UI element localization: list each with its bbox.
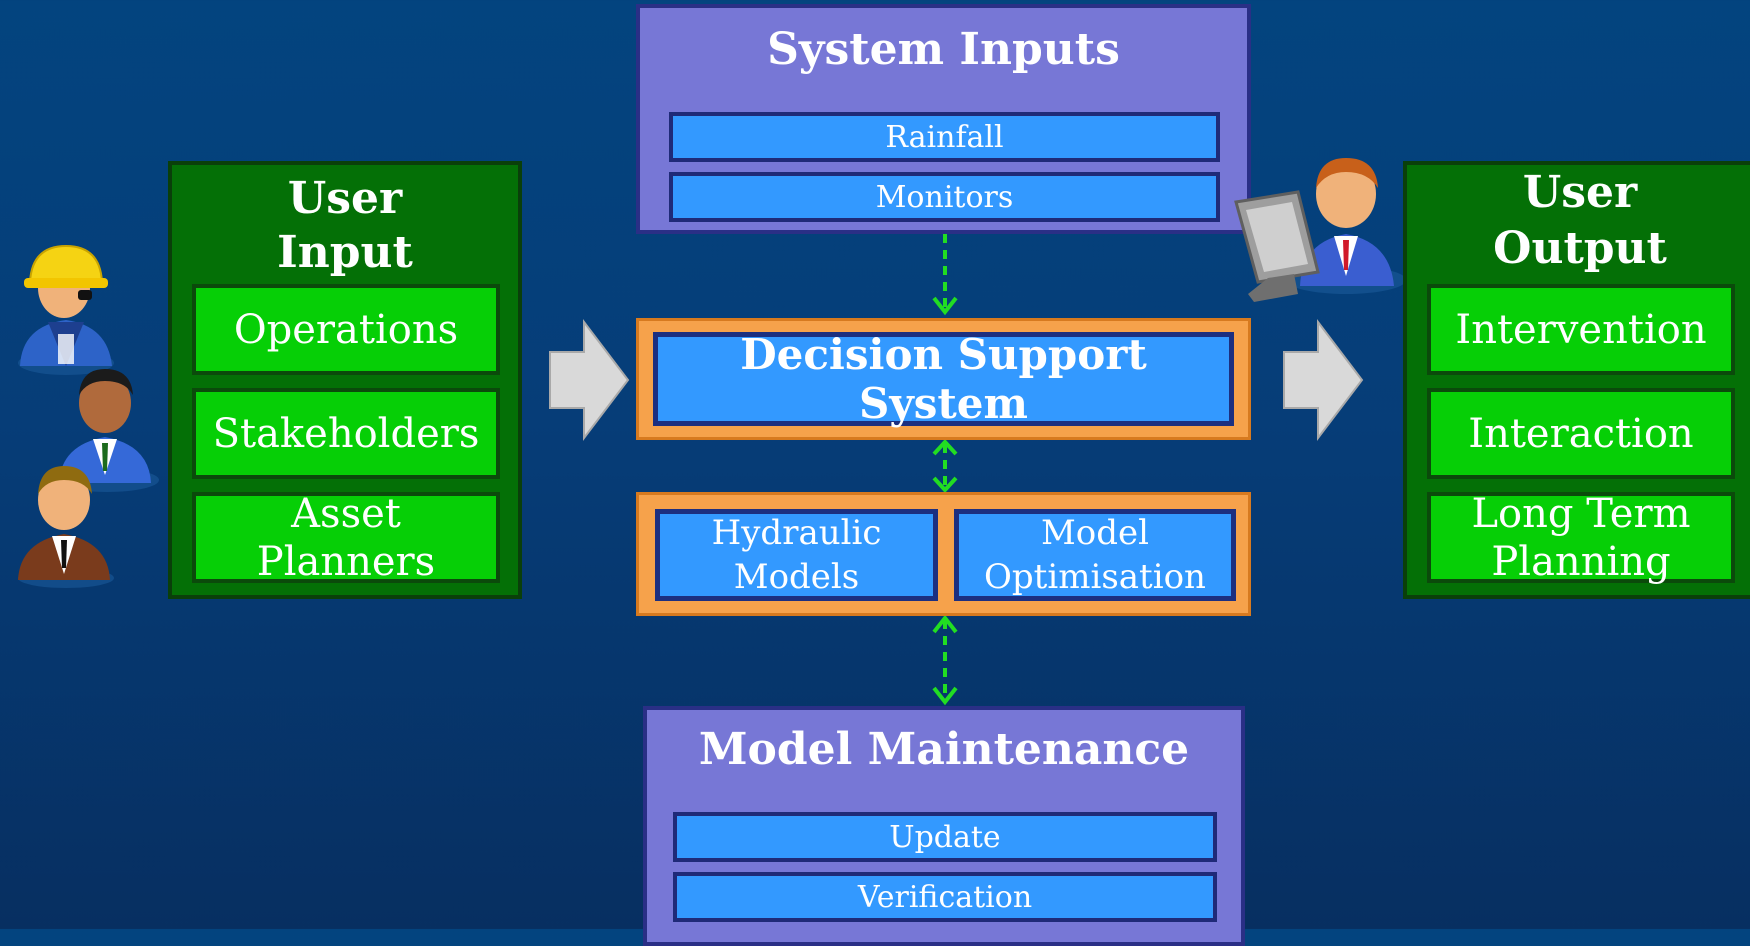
model-maintenance-item-verification: Verification <box>673 872 1217 922</box>
system-inputs-title: System Inputs <box>767 24 1120 75</box>
user-input-title-line1: User <box>287 173 403 224</box>
system-inputs-panel: System Inputs Rainfall Monitors <box>636 4 1251 234</box>
user-input-item-operations: Operations <box>192 284 500 375</box>
user-output-panel: User Output Intervention Interaction Lon… <box>1403 161 1750 599</box>
user-input-item-stakeholders: Stakeholders <box>192 388 500 479</box>
user-output-item-long-term-planning: Long Term Planning <box>1427 490 1735 585</box>
manager-person-icon <box>18 466 114 588</box>
user-input-item-asset-planners: Asset Planners <box>192 491 500 585</box>
dss-box: Decision Support System <box>653 330 1234 428</box>
hydraulic-models-box: Hydraulic Models <box>655 509 938 601</box>
user-output-item-intervention: Intervention <box>1427 284 1735 375</box>
long-term-planning-line1: Long Term <box>1471 490 1691 537</box>
user-output-item-interaction: Interaction <box>1427 388 1735 479</box>
model-optimisation-line2: Optimisation <box>984 557 1206 597</box>
hydraulic-models-line2: Models <box>733 557 860 597</box>
models-frame: Hydraulic Models Model Optimisation <box>636 492 1251 616</box>
hydraulic-models-line1: Hydraulic <box>711 513 882 553</box>
model-maintenance-title: Model Maintenance <box>698 724 1190 775</box>
worker-person-icon <box>18 244 114 375</box>
user-output-title-line1: User <box>1522 167 1638 218</box>
dss-frame: Decision Support System <box>636 318 1251 440</box>
user-output-title-line2: Output <box>1493 223 1667 274</box>
model-optimisation-line1: Model <box>1040 513 1150 553</box>
dss-title: Decision Support System <box>740 330 1147 428</box>
right-arrow-icon <box>1283 319 1364 441</box>
right-arrow-icon <box>549 319 630 441</box>
user-input-panel: User Input Operations Stakeholders Asset… <box>168 161 522 599</box>
model-maintenance-panel: Model Maintenance Update Verification <box>643 706 1245 946</box>
model-optimisation-box: Model Optimisation <box>954 509 1236 601</box>
connector-dss-to-models <box>932 439 958 493</box>
computer-user-icon <box>1234 158 1406 302</box>
model-maintenance-item-update: Update <box>673 812 1217 862</box>
system-inputs-item-monitors: Monitors <box>669 172 1220 222</box>
user-input-title-line2: Input <box>277 227 413 278</box>
long-term-planning-line2: Planning <box>1491 538 1671 585</box>
connector-models-to-maintenance <box>932 614 958 706</box>
system-inputs-item-rainfall: Rainfall <box>669 112 1220 162</box>
connector-inputs-to-dss <box>932 234 958 316</box>
